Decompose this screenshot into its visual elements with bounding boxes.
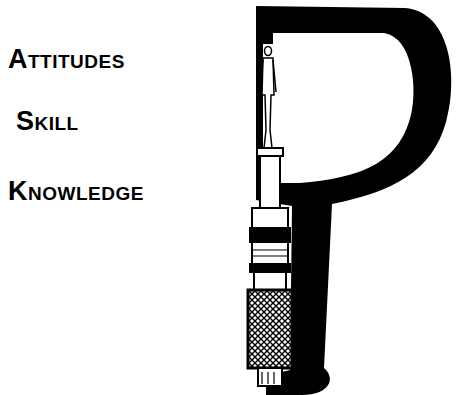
heading-word: ATTITUDES: [8, 46, 125, 73]
spindle: [260, 156, 280, 208]
heading-word: KNOWLEDGE: [8, 178, 144, 205]
anvil: [259, 30, 273, 44]
heading-word: SKILL: [16, 108, 79, 135]
ratchet: [258, 368, 282, 386]
ratchet-lines: [262, 372, 274, 384]
knurled-thimble: [248, 290, 292, 368]
frame-opening: [262, 32, 414, 184]
sleeve: [250, 208, 290, 290]
man-figure: [260, 47, 276, 149]
spindle-tip: [257, 148, 283, 156]
